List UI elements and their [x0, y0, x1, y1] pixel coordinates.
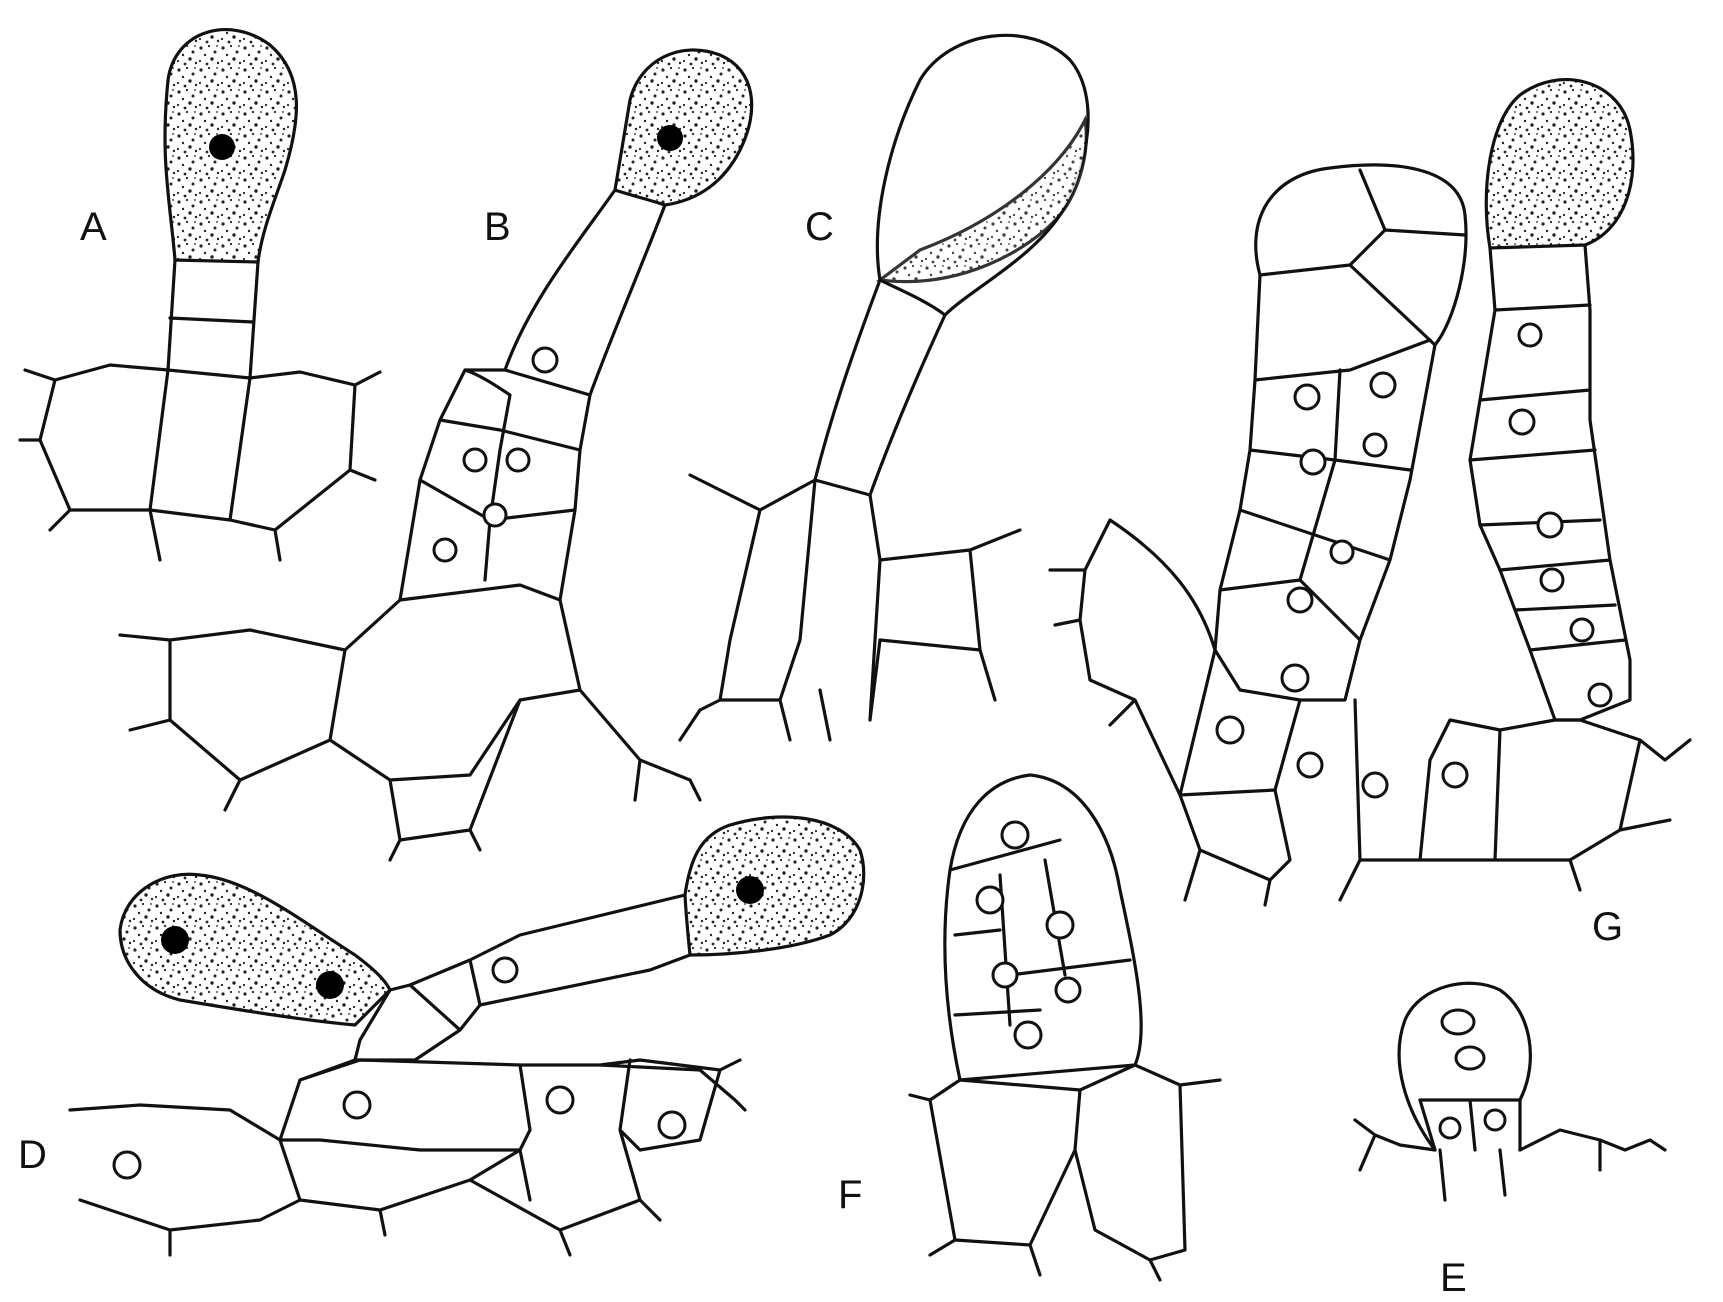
- nucleus: [434, 539, 456, 561]
- epidermal-cells: [120, 585, 700, 860]
- stalk-cells: [168, 260, 258, 378]
- nucleus: [1456, 1047, 1484, 1069]
- nucleus: [547, 1087, 573, 1113]
- figure-a: [20, 30, 380, 560]
- nucleus: [1371, 373, 1395, 397]
- nucleus: [1047, 912, 1073, 938]
- nucleus: [1538, 513, 1562, 537]
- nucleus-dark: [657, 125, 683, 151]
- epidermal-cells: [910, 1065, 1220, 1280]
- nucleus-dark: [161, 926, 189, 954]
- nucleus: [1519, 324, 1541, 346]
- nucleus: [344, 1092, 370, 1118]
- nucleus: [533, 348, 557, 372]
- epidermal-cells: [20, 365, 380, 560]
- nucleus: [114, 1152, 140, 1178]
- figure-f: [910, 775, 1220, 1280]
- nucleus: [1541, 569, 1563, 591]
- epidermal-cells: [70, 1060, 745, 1255]
- figure-d: [70, 817, 864, 1255]
- nucleus: [1002, 822, 1028, 848]
- nucleus: [1056, 978, 1080, 1002]
- figure-e: [1355, 983, 1665, 1200]
- nucleus: [1485, 1110, 1505, 1130]
- nucleus: [1288, 588, 1312, 612]
- glandular-head: [615, 50, 752, 205]
- nucleus: [1589, 684, 1611, 706]
- nucleus: [493, 958, 517, 982]
- nucleus: [1363, 773, 1387, 797]
- trichome-cells: [945, 775, 1141, 1080]
- figure-g: [1050, 80, 1690, 905]
- nucleus-dark: [209, 134, 235, 160]
- glandular-head: [1486, 80, 1633, 248]
- label-e: E: [1440, 1258, 1467, 1298]
- nucleus: [1301, 450, 1325, 474]
- nucleus: [1440, 1118, 1460, 1138]
- nucleus: [1295, 385, 1319, 409]
- glandular-head: [120, 874, 390, 1025]
- stalk-cells: [815, 280, 945, 495]
- stalk-cells: [355, 895, 690, 1060]
- nucleus: [464, 449, 486, 471]
- epidermal-cells: [1050, 520, 1690, 905]
- nucleus-dark: [736, 876, 764, 904]
- nucleus: [1510, 410, 1534, 434]
- stalk-cells: [400, 190, 665, 600]
- nucleus: [659, 1112, 685, 1138]
- epidermal-cells: [680, 475, 1020, 740]
- trichome-cells: [1215, 165, 1466, 700]
- label-c: C: [805, 207, 834, 247]
- nucleus: [1015, 1022, 1041, 1048]
- glandular-head: [685, 817, 864, 955]
- label-b: B: [484, 207, 511, 247]
- nucleus: [1298, 753, 1322, 777]
- label-a: A: [80, 207, 107, 247]
- nucleus: [977, 887, 1003, 913]
- label-g: G: [1592, 907, 1623, 947]
- label-d: D: [18, 1135, 47, 1175]
- nucleus: [484, 504, 506, 526]
- nucleus: [1571, 619, 1593, 641]
- nucleus: [1282, 665, 1308, 691]
- label-f: F: [838, 1175, 862, 1215]
- nucleus: [1443, 763, 1467, 787]
- nucleus: [507, 449, 529, 471]
- stalk-cells: [1470, 245, 1630, 720]
- epidermal-cells: [1355, 1120, 1665, 1200]
- nucleus: [1364, 434, 1386, 456]
- nucleus: [1442, 1010, 1474, 1034]
- nucleus: [993, 963, 1017, 987]
- nucleus-dark: [316, 971, 344, 999]
- nucleus: [1331, 541, 1353, 563]
- nucleus: [1217, 717, 1243, 743]
